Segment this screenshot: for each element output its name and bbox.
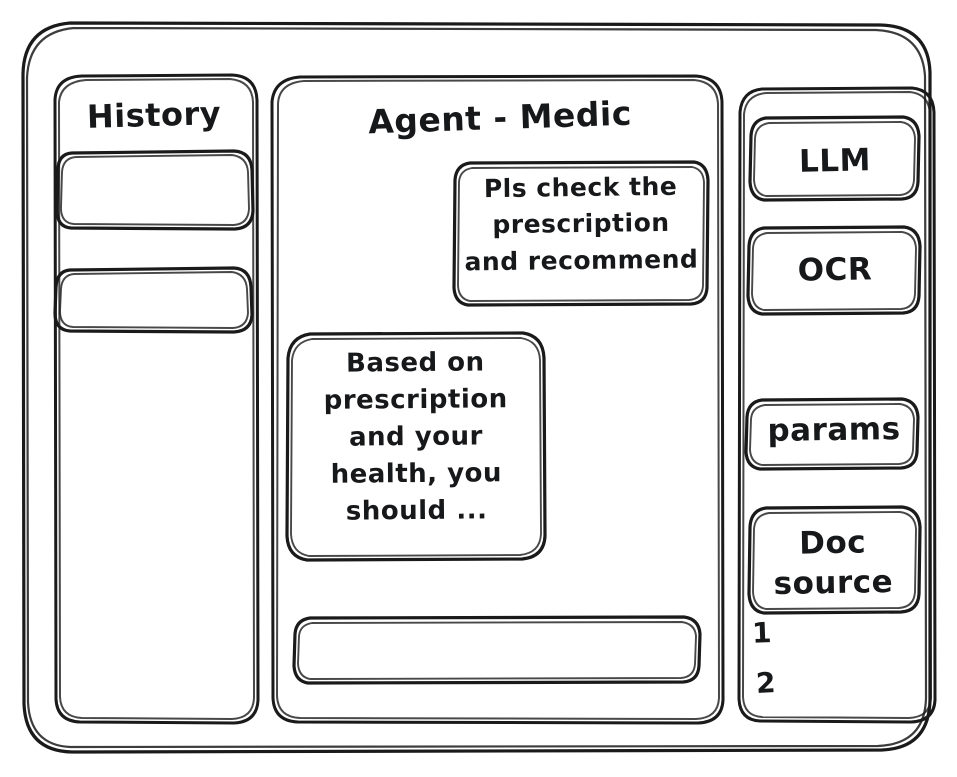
history-item-2[interactable] xyxy=(55,268,252,332)
params-button[interactable] xyxy=(746,399,918,469)
message-composer-input[interactable] xyxy=(294,617,700,683)
ocr-tool-button[interactable] xyxy=(748,227,920,314)
user-message-bubble xyxy=(454,162,708,305)
doc-source-button[interactable] xyxy=(749,507,920,613)
history-item-1[interactable] xyxy=(57,151,253,230)
assistant-message-bubble xyxy=(287,333,545,560)
llm-tool-button[interactable] xyxy=(750,117,919,200)
